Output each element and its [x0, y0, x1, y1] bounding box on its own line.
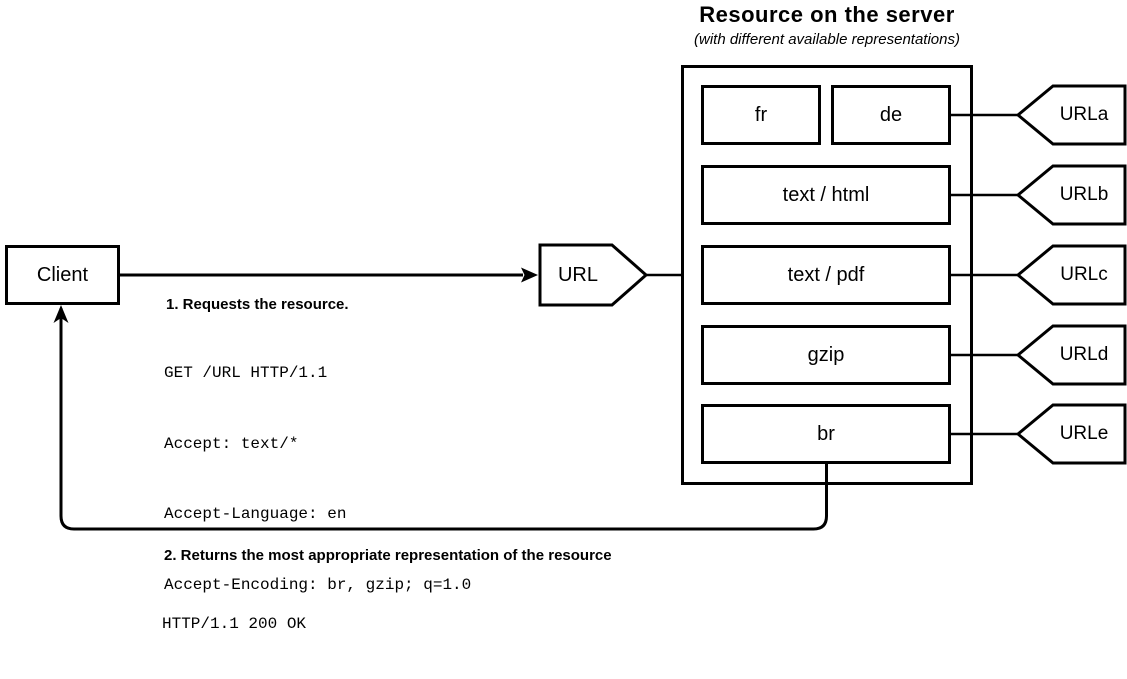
representation-box-gzip: gzip: [701, 325, 951, 385]
request-line: Accept: text/*: [164, 434, 299, 453]
url-tag-d-shape: [1015, 324, 1127, 386]
request-code-block: GET /URL HTTP/1.1 Accept: text/* Accept-…: [164, 315, 471, 644]
response-line: HTTP/1.1 200 OK: [162, 615, 307, 633]
request-heading: 1. Requests the resource.: [166, 296, 349, 313]
request-line: Accept-Language: en: [164, 505, 347, 523]
request-line: GET /URL HTTP/1.1: [164, 364, 328, 382]
representation-label: text / pdf: [787, 263, 865, 286]
server-subtitle: (with different available representation…: [694, 31, 960, 48]
representation-box-text-pdf: text / pdf: [701, 245, 951, 305]
representation-box-de: de: [831, 85, 951, 145]
url-tag-e-shape: [1015, 403, 1127, 465]
client-box: Client: [5, 245, 120, 305]
request-line: Accept-Encoding: br, gzip; q=1.0: [164, 575, 472, 594]
url-node-shape: [538, 243, 649, 307]
return-arrow-line: [59, 308, 828, 531]
url-tag-e-label: URLe: [1059, 423, 1109, 444]
return-arrowhead-icon: [53, 305, 69, 323]
url-tag-b-label: URLb: [1059, 184, 1109, 205]
representation-label: fr: [754, 103, 768, 126]
server-title-block: Resource on the server (with different a…: [660, 2, 994, 48]
url-tag-a-shape: [1015, 84, 1127, 146]
url-node-label: URL: [557, 263, 598, 286]
representation-label: text / html: [782, 183, 870, 206]
client-label: Client: [36, 263, 89, 286]
client-to-url-arrowhead-icon: [521, 267, 538, 283]
representation-label: gzip: [807, 343, 845, 366]
representation-box-text-html: text / html: [701, 165, 951, 225]
response-heading: 2. Returns the most appropriate represen…: [164, 547, 612, 564]
server-title: Resource on the server: [699, 2, 955, 27]
representation-label: br: [817, 422, 835, 445]
url-tag-a-label: URLa: [1059, 104, 1109, 125]
url-tag-c-shape: [1015, 244, 1127, 306]
response-code-block: HTTP/1.1 200 OK Content-Location: /URLe …: [162, 566, 383, 679]
representation-box-fr: fr: [701, 85, 821, 145]
representation-box-br: br: [701, 404, 951, 464]
url-tag-d-label: URLd: [1059, 344, 1109, 365]
url-tag-b-shape: [1015, 164, 1127, 226]
url-tag-c-label: URLc: [1060, 264, 1108, 285]
representation-label: de: [879, 103, 903, 126]
